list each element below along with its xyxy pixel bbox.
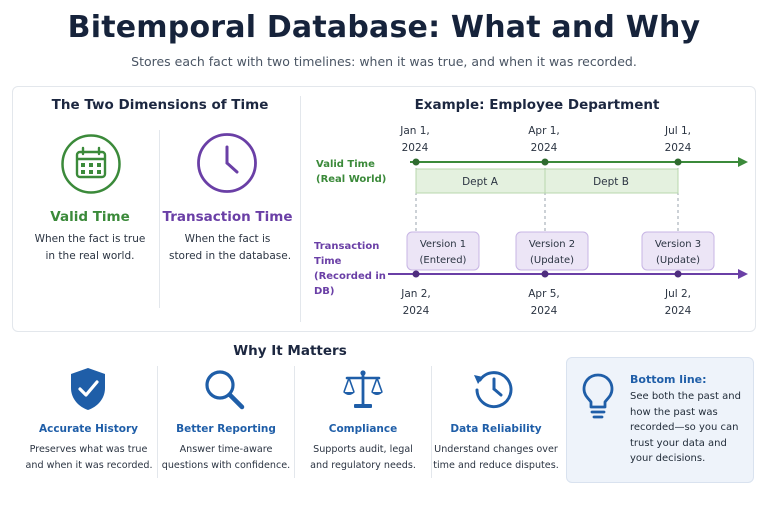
dimensions-title: The Two Dimensions of Time xyxy=(51,97,269,113)
dimensions-divider xyxy=(159,130,160,308)
version-1-line2: (Entered) xyxy=(420,255,467,266)
why-divider-2 xyxy=(294,366,295,478)
valid-date-1-line1: Jan 1, xyxy=(400,125,430,137)
transaction-axis-arrow xyxy=(738,269,748,279)
valid-time-desc-2: in the real world. xyxy=(45,250,135,262)
valid-date-2-line2: 2024 xyxy=(530,142,558,154)
why-item-2-desc-2: questions with confidence. xyxy=(161,460,291,471)
timeline-graphic: Dept A Dept B Version 1 (Entered) Versio… xyxy=(388,157,748,279)
transaction-time-desc-1: When the fact is xyxy=(184,233,271,245)
why-item-3-desc-2: and regulatory needs. xyxy=(310,460,416,471)
why-item-1-desc-2: and when it was recorded. xyxy=(25,460,153,471)
valid-date-2: Apr 1, 2024 xyxy=(514,123,574,157)
valid-date-1: Jan 1, 2024 xyxy=(385,123,445,157)
transaction-time-desc-2: stored in the database. xyxy=(168,250,292,262)
version-2-line1: Version 2 xyxy=(529,239,575,250)
version-1-line1: Version 1 xyxy=(420,239,466,250)
shield-check-icon xyxy=(68,366,108,412)
scales-icon xyxy=(340,367,386,413)
magnifier-icon xyxy=(202,367,248,413)
valid-axis-label-line2: (Real World) xyxy=(316,174,387,185)
transaction-axis-label-line2: (Recorded in DB) xyxy=(314,271,386,297)
valid-dot-2 xyxy=(541,158,549,166)
transaction-dot-1 xyxy=(412,270,420,278)
transaction-date-1-line2: 2024 xyxy=(402,305,430,317)
history-clock-icon xyxy=(471,366,517,412)
period-dept-b xyxy=(544,168,679,194)
bottom-line-box xyxy=(566,357,754,483)
why-divider-1 xyxy=(157,366,158,478)
bottom-line-line-1: See both the past and xyxy=(630,391,741,402)
transaction-date-1: Jan 2, 2024 xyxy=(386,286,446,320)
transaction-date-3-line2: 2024 xyxy=(664,305,692,317)
version-3-line1: Version 3 xyxy=(655,239,701,250)
version-box-3 xyxy=(641,231,715,271)
valid-date-3-line2: 2024 xyxy=(664,142,692,154)
valid-date-3: Jul 1, 2024 xyxy=(648,123,708,157)
why-item-4-desc-1: Understand changes over xyxy=(434,444,558,455)
transaction-date-3: Jul 2, 2024 xyxy=(648,286,708,320)
why-item-1-desc-1: Preserves what was true xyxy=(29,444,148,455)
why-item-4-label: Data Reliability xyxy=(450,423,542,435)
transaction-date-2-line1: Apr 5, xyxy=(528,288,560,300)
page-subtitle: Stores each fact with two timelines: whe… xyxy=(131,54,637,69)
transaction-axis-label-line1: Transaction Time xyxy=(314,241,380,267)
valid-dot-1 xyxy=(412,158,420,166)
top-panel xyxy=(12,86,756,332)
top-panel-divider xyxy=(300,96,301,322)
valid-axis-arrow xyxy=(738,157,748,167)
version-3-line2: (Update) xyxy=(656,255,700,266)
why-divider-3 xyxy=(431,366,432,478)
period-dept-b-label: Dept B xyxy=(593,176,629,188)
calendar-icon xyxy=(60,133,122,195)
valid-date-2-line1: Apr 1, xyxy=(528,125,560,137)
version-2-line2: (Update) xyxy=(530,255,574,266)
bottom-line-line-2: how the past was xyxy=(630,406,718,418)
bottom-line-text: See both the past and how the past was r… xyxy=(630,389,752,467)
why-title: Why It Matters xyxy=(233,343,347,359)
transaction-date-1-line1: Jan 2, xyxy=(401,288,431,300)
period-dept-a xyxy=(415,168,546,194)
transaction-date-2-line2: 2024 xyxy=(530,305,558,317)
valid-date-1-line2: 2024 xyxy=(401,142,429,154)
transaction-date-3-line1: Jul 2, xyxy=(664,288,692,300)
why-item-2-label: Better Reporting xyxy=(176,423,276,435)
version-box-2 xyxy=(515,231,589,271)
lightbulb-icon xyxy=(580,372,616,422)
bottom-line-title: Bottom line: xyxy=(630,373,707,386)
clock-icon xyxy=(196,132,258,194)
why-item-3-label: Compliance xyxy=(328,423,398,435)
transaction-date-2: Apr 5, 2024 xyxy=(514,286,574,320)
example-title: Example: Employee Department xyxy=(414,97,660,113)
bottom-line-line-3: recorded—so you can xyxy=(630,422,739,433)
period-dept-a-label: Dept A xyxy=(462,176,499,188)
valid-axis-label: Valid Time (Real World) xyxy=(316,157,406,187)
transaction-time-label: Transaction Time xyxy=(162,209,293,225)
valid-dot-3 xyxy=(674,158,682,166)
valid-axis-label-line1: Valid Time xyxy=(316,159,375,170)
valid-time-label: Valid Time xyxy=(50,209,130,225)
why-item-3-desc-1: Supports audit, legal xyxy=(313,444,413,455)
valid-date-3-line1: Jul 1, xyxy=(664,125,692,137)
valid-time-desc-1: When the fact is true xyxy=(34,233,146,245)
transaction-dot-3 xyxy=(674,270,682,278)
why-item-1-label: Accurate History xyxy=(38,423,138,435)
why-item-2-desc-1: Answer time-aware xyxy=(179,444,273,455)
version-box-1 xyxy=(406,231,480,271)
transaction-axis-label: Transaction Time (Recorded in DB) xyxy=(314,239,409,299)
why-item-4-desc-2: time and reduce disputes. xyxy=(433,460,559,471)
bottom-line-line-5: your decisions. xyxy=(630,453,706,464)
transaction-dot-2 xyxy=(541,270,549,278)
bottom-line-line-4: trust your data and xyxy=(630,437,727,449)
page-title: Bitemporal Database: What and Why xyxy=(67,10,701,45)
